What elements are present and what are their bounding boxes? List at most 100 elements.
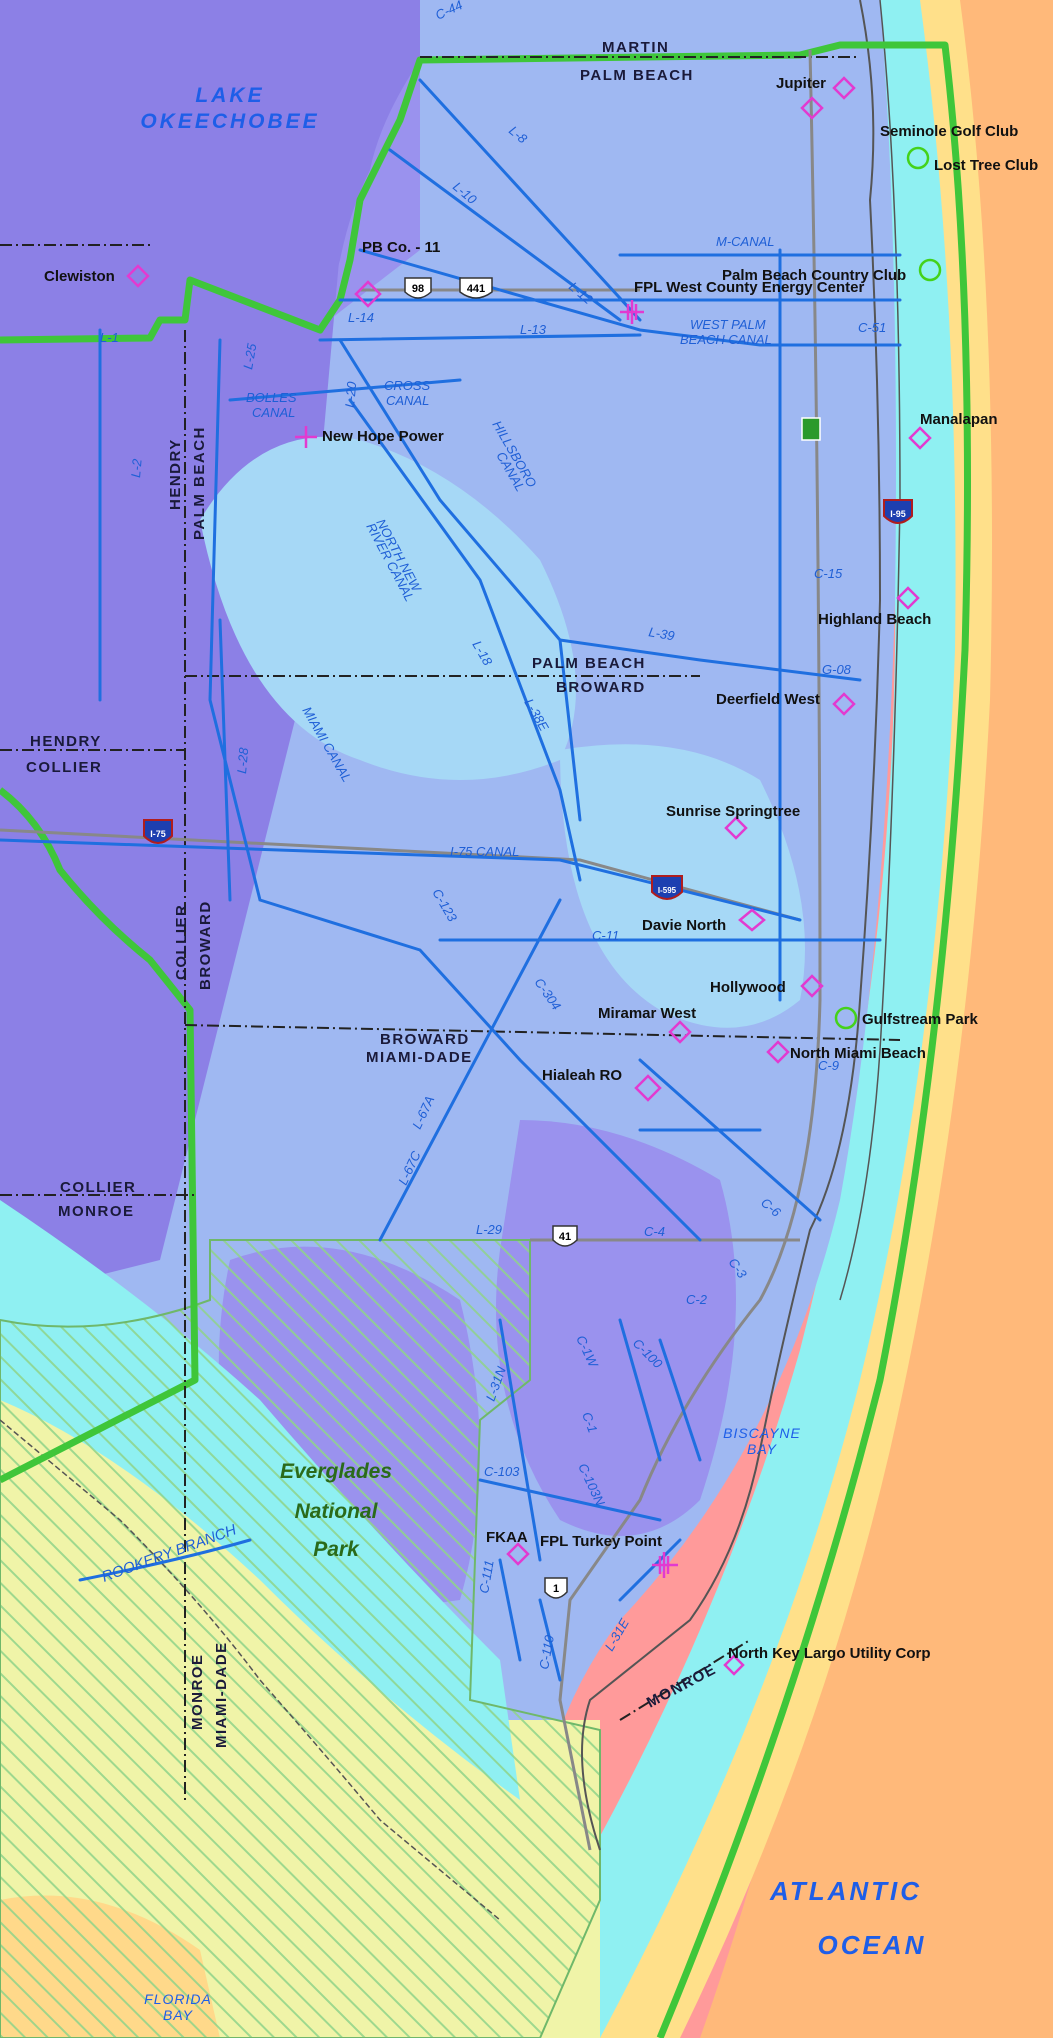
county-label-miami-dade-v: MIAMI-DADE: [213, 1641, 230, 1748]
seminole-circle-icon[interactable]: [906, 146, 930, 170]
svg-text:441: 441: [467, 283, 485, 295]
manalapan-diamond-icon[interactable]: [908, 426, 932, 450]
canal-rookery-branch: [78, 1538, 252, 1582]
jupiter-diamond-icon[interactable]: [832, 76, 856, 100]
svg-text:98: 98: [412, 283, 424, 295]
district-boundary-west: [0, 787, 199, 1484]
miramar-diamond-icon[interactable]: [668, 1020, 692, 1044]
florida-bay-label-line2: BAY: [163, 2007, 194, 2023]
site-markers: [126, 76, 932, 1676]
canal-label-c11: C-11: [592, 928, 619, 943]
county-label-palm-beach-v: PALM BEACH: [191, 426, 208, 540]
canals: [0, 78, 902, 1682]
sunrise-diamond-icon[interactable]: [724, 816, 748, 840]
canal-label-bolles-2: CANAL: [252, 405, 295, 420]
davie-diamond-icon[interactable]: [738, 908, 766, 932]
i75-shield: I-75: [143, 819, 173, 844]
nmb-diamond-icon[interactable]: [766, 1040, 790, 1064]
fkaa-diamond-icon[interactable]: [506, 1542, 530, 1566]
site-label-new-hope: New Hope Power: [322, 428, 444, 445]
pbco11-diamond-icon[interactable]: [354, 280, 382, 308]
site-label-davie: Davie North: [642, 917, 726, 934]
water-labels: LAKE OKEECHOBEE ATLANTIC OCEAN BISCAYNE …: [140, 84, 927, 2023]
park-labels: Everglades National Park: [280, 1460, 392, 1561]
coastline: [0, 0, 901, 1921]
canal-label-c110: C-110: [536, 1633, 557, 1670]
canal-label-c51: C-51: [858, 320, 886, 335]
turkey-point-cross-icon[interactable]: [652, 1552, 678, 1578]
biscayne-label-line1: BISCAYNE: [723, 1425, 801, 1441]
canal-label-i75-canal: I-75 CANAL: [450, 844, 519, 859]
canal-label-l14: L-14: [348, 310, 374, 325]
land-purple-south-dade: [496, 1120, 736, 1536]
site-label-hollywood: Hollywood: [710, 979, 786, 996]
canal-label-l13: L-13: [520, 322, 547, 337]
lake-label-line2: OKEECHOBEE: [140, 110, 319, 133]
park-label-line1: Everglades: [280, 1460, 392, 1483]
canal-label-l28: L-28: [234, 746, 251, 774]
canal-label-l39: L-39: [647, 624, 675, 643]
site-label-manalapan: Manalapan: [920, 411, 998, 428]
everglades-national-park: [0, 1239, 601, 2038]
canal-north-new-river: [348, 398, 582, 882]
canal-c111: [498, 1558, 522, 1662]
canal-miami: [208, 338, 702, 1242]
site-label-nmb: North Miami Beach: [790, 1045, 926, 1062]
canal-i75: [0, 838, 802, 922]
us1-shield: 1: [544, 1577, 568, 1599]
site-label-fpl-west: FPL West County Energy Center: [634, 279, 864, 296]
canal-label-l1: L-1: [100, 330, 119, 345]
canal-c6: [638, 1058, 822, 1222]
gulfstream-circle-icon[interactable]: [834, 1006, 858, 1030]
canal-c1w: [618, 1318, 662, 1462]
canal-l10: [388, 148, 622, 322]
canal-label-c2: C-2: [686, 1292, 708, 1307]
ocean-label-line1: ATLANTIC: [769, 1876, 922, 1906]
canal-l31n: [498, 1318, 542, 1562]
fpl-west-cross-icon[interactable]: [620, 300, 644, 324]
county-label-palm-beach-top: PALM BEACH: [580, 67, 694, 84]
nkl-diamond-icon[interactable]: [723, 1654, 745, 1676]
svg-text:I-595: I-595: [658, 886, 677, 895]
deerfield-diamond-icon[interactable]: [832, 692, 856, 716]
new-hope-cross-icon[interactable]: [295, 426, 317, 448]
site-label-hialeah: Hialeah RO: [542, 1067, 622, 1084]
canal-label-c15: C-15: [814, 566, 843, 581]
site-label-palm-beach-cc: Palm Beach Country Club: [722, 267, 906, 284]
county-label-broward-mid: BROWARD: [556, 679, 646, 696]
county-label-hendry-v: HENDRY: [167, 438, 184, 510]
canal-l13: [318, 333, 642, 342]
road-i95-us1: [558, 49, 822, 1851]
palm-beach-cc-circle-icon[interactable]: [918, 258, 942, 282]
county-label-collier-v: COLLIER: [173, 904, 190, 980]
site-label-fkaa: FKAA: [486, 1529, 528, 1546]
canal-label-c4: C-4: [644, 1224, 665, 1239]
clewiston-diamond-icon[interactable]: [126, 264, 150, 288]
canal-c100: [658, 1338, 702, 1462]
canal-c103: [478, 1478, 662, 1522]
canal-label-l20: L-20: [342, 380, 359, 408]
canal-label-wpb-1: WEST PALM: [690, 317, 766, 332]
hialeah-diamond-icon[interactable]: [634, 1074, 662, 1102]
ocean-label-line2: OCEAN: [818, 1930, 927, 1960]
site-labels: Jupiter Seminole Golf Club Lost Tree Clu…: [44, 75, 1038, 1662]
site-label-deerfield: Deerfield West: [716, 691, 820, 708]
site-label-sunrise: Sunrise Springtree: [666, 803, 800, 820]
canal-label-l29: L-29: [476, 1222, 502, 1237]
canal-label-l2: L-2: [128, 457, 145, 478]
highland-diamond-icon[interactable]: [896, 586, 920, 610]
canal-wpb: [358, 248, 902, 347]
land-light-blue-center: [200, 436, 576, 780]
canal-label-g08: G-08: [822, 662, 852, 677]
site-label-clewiston: Clewiston: [44, 268, 115, 285]
park-label-line3: Park: [313, 1538, 360, 1561]
broward-dade-line: [184, 1024, 901, 1041]
southwest-coast: [0, 1419, 501, 1921]
road-shields: 98 441 I-95 I-75 I-595 41 1: [143, 277, 913, 1599]
i595-shield: I-595: [651, 875, 683, 900]
hollywood-diamond-icon[interactable]: [800, 974, 824, 998]
jupiter-diamond2-icon[interactable]: [800, 96, 824, 120]
canal-label-l25: L-25: [240, 342, 259, 371]
coastal-cyan-band: [480, 0, 956, 2038]
canal-label-cross-1: CROSS: [384, 378, 431, 393]
